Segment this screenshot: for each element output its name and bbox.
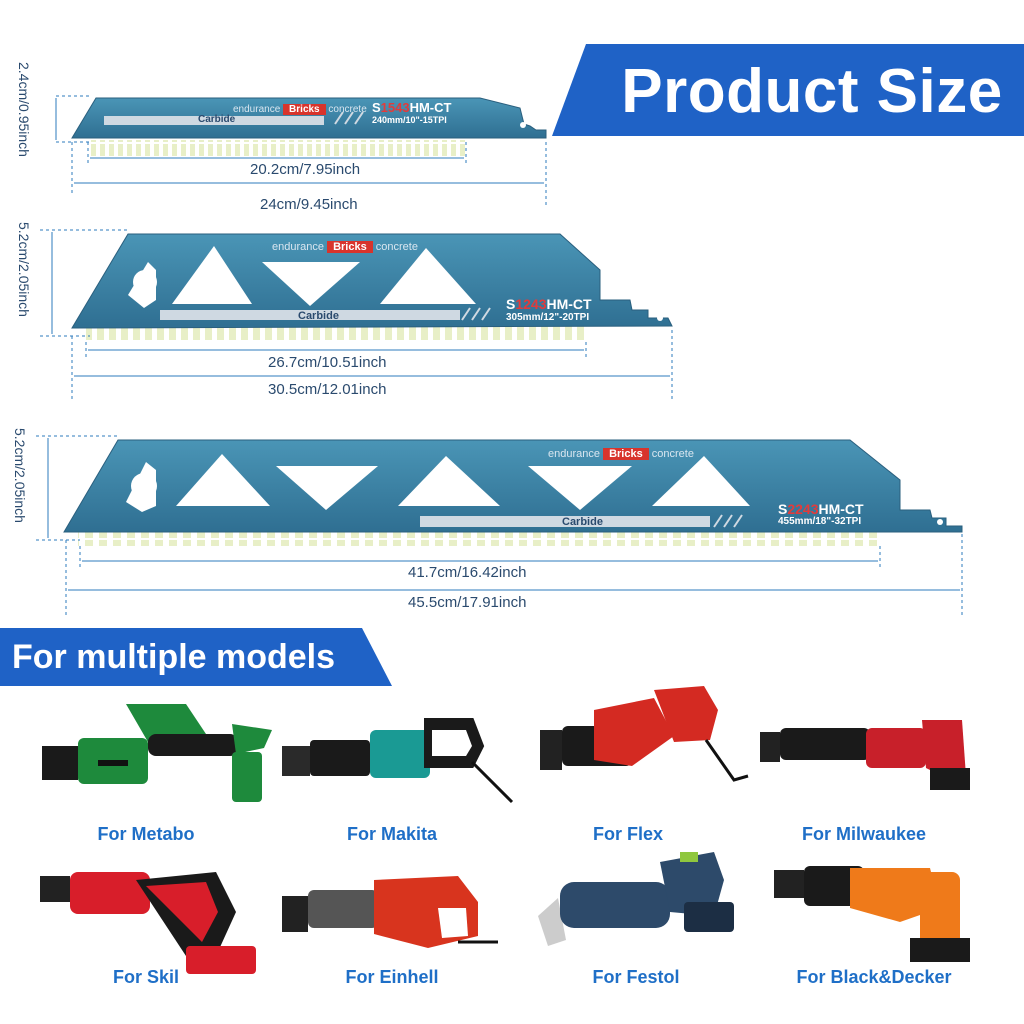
blade-3-code-suffix: HM-CT	[818, 501, 864, 517]
blade-2-dimensions	[40, 229, 673, 400]
blade-2-carbide: Carbide	[298, 310, 339, 322]
blade-1-concrete: concrete	[328, 104, 367, 115]
blade-1-spec: 240mm/10"-15TPI	[372, 115, 447, 125]
black-decker-saw-icon	[774, 866, 970, 962]
blade-2-working-length: 26.7cm/10.51inch	[264, 354, 391, 372]
blade-3-endurance: endurance	[548, 448, 600, 460]
blade-3-total-length: 45.5cm/17.91inch	[404, 594, 531, 612]
blade-3-height-label: 5.2cm/2.05inch	[12, 428, 28, 523]
blade-1-code-prefix: S	[372, 100, 381, 115]
blade-3-carbide: Carbide	[562, 516, 603, 528]
blade-1-material: Bricks	[283, 104, 326, 115]
model-label-metabo: For Metabo	[97, 824, 195, 844]
page-title: Product Size	[621, 57, 1003, 126]
blade-2-code: S1243HM-CT	[506, 296, 592, 312]
model-label-milwaukee: For Milwaukee	[801, 824, 927, 844]
blade-diagrams	[36, 95, 963, 618]
blade-2-material: Bricks	[327, 241, 373, 253]
blade-1-code: S1543HM-CT	[372, 100, 451, 115]
blade-1-endurance-text: endurance Bricks concrete	[233, 104, 367, 115]
blade-2-code-suffix: HM-CT	[546, 296, 592, 312]
blade-2-concrete: concrete	[375, 241, 418, 253]
model-label-flex: For Flex	[592, 824, 663, 844]
blade-2-teeth	[86, 324, 586, 342]
model-label-einhell: For Einhell	[345, 967, 439, 987]
blade-2-code-prefix: S	[506, 296, 516, 312]
blade-3-dimensions	[36, 435, 963, 618]
blade-3-material: Bricks	[603, 448, 649, 460]
blade-3	[63, 439, 963, 546]
model-label-black-decker: For Black&Decker	[796, 967, 952, 987]
blade-3-endurance-text: endurance Bricks concrete	[548, 448, 694, 460]
blade-1-endurance: endurance	[233, 104, 281, 115]
blade-1-working-length: 20.2cm/7.95inch	[246, 161, 365, 179]
blade-1	[71, 97, 547, 156]
blade-1-code-suffix: HM-CT	[409, 100, 452, 115]
metabo-saw-icon	[42, 704, 272, 802]
blade-2-code-mid: 1243	[515, 296, 547, 312]
blade-3-code: S2243HM-CT	[778, 501, 864, 517]
blade-2-spec: 305mm/12"-20TPI	[506, 312, 590, 323]
einhell-saw-icon	[282, 876, 498, 948]
skil-saw-icon	[40, 872, 256, 974]
product-size-banner	[552, 44, 1024, 136]
model-label-skil: For Skil	[112, 967, 179, 987]
blade-1-carbide: Carbide	[198, 114, 236, 125]
blade-1-height-label: 2.4cm/0.95inch	[16, 62, 32, 157]
blade-3-spec: 455mm/18"-32TPI	[778, 516, 862, 527]
blade-3-code-mid: 2243	[787, 501, 819, 517]
models-title: For multiple models	[12, 638, 336, 676]
models-banner	[0, 628, 392, 686]
makita-saw-icon	[282, 718, 514, 804]
milwaukee-saw-icon	[760, 720, 970, 790]
model-label-makita: For Makita	[346, 824, 438, 844]
blade-1-total-length: 24cm/9.45inch	[256, 196, 362, 214]
blade-3-concrete: concrete	[651, 448, 694, 460]
blade-1-teeth	[88, 140, 466, 156]
blade-2-endurance: endurance	[272, 241, 324, 253]
blade-2-endurance-text: endurance Bricks concrete	[272, 241, 418, 253]
flex-saw-icon	[540, 686, 749, 782]
blade-2-height-label: 5.2cm/2.05inch	[16, 222, 32, 317]
blade-2-total-length: 30.5cm/12.01inch	[264, 381, 391, 399]
blade-3-code-prefix: S	[778, 501, 788, 517]
blade-1-code-mid: 1543	[380, 100, 410, 115]
blade-1-dimensions	[55, 95, 547, 206]
blade-2	[71, 233, 673, 342]
model-label-festol: For Festol	[592, 967, 680, 987]
festol-saw-icon	[538, 852, 734, 946]
blade-3-working-length: 41.7cm/16.42inch	[404, 564, 531, 582]
